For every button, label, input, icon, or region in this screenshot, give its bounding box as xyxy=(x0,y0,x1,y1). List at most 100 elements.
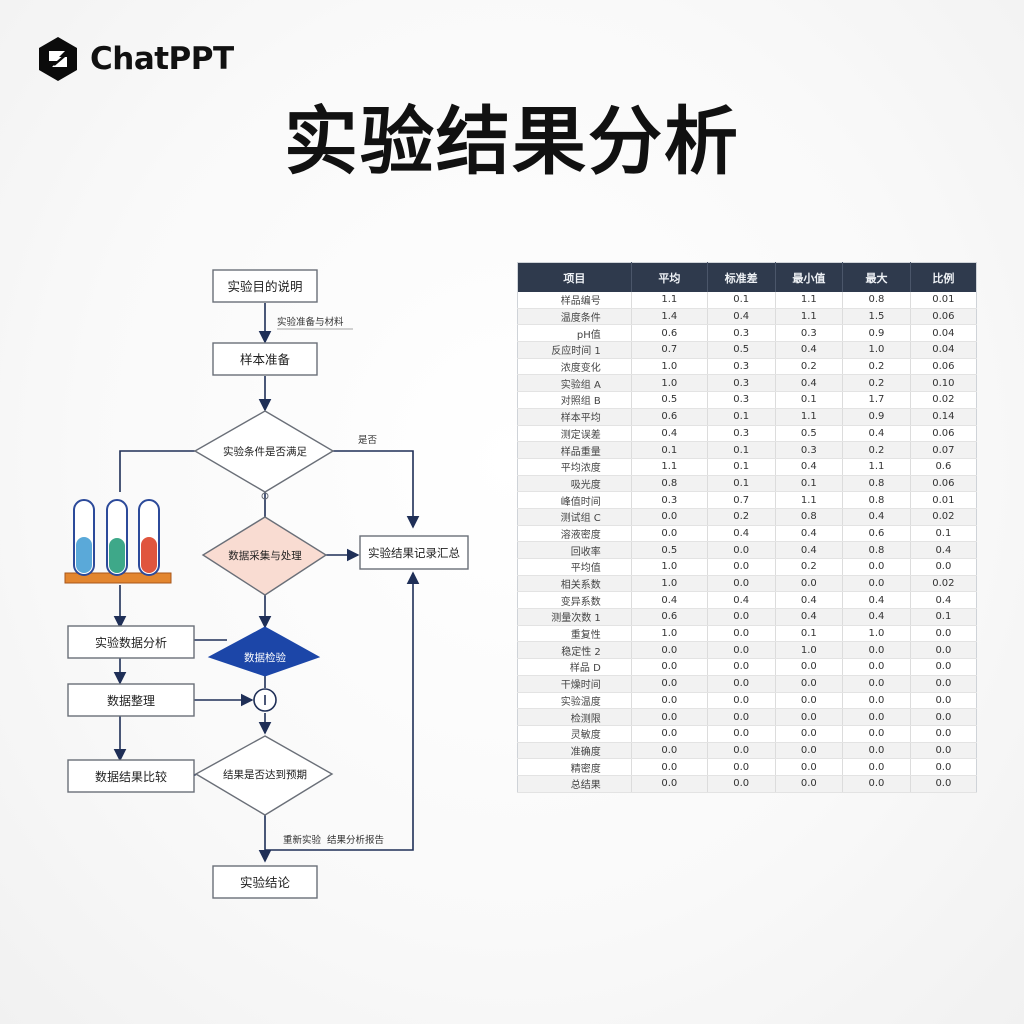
table-cell: pH值 xyxy=(517,324,632,343)
flow-blue-decision-label: 数据检验 xyxy=(244,651,286,664)
table-cell: 1.5 xyxy=(842,308,911,326)
table-cell: 0.2 xyxy=(707,508,776,526)
col-header: 项目 xyxy=(517,262,632,292)
table-cell: 0.1 xyxy=(707,441,776,459)
table-cell: 回收率 xyxy=(517,541,632,559)
table-cell: 样品编号 xyxy=(517,292,632,309)
table-cell: 0.4 xyxy=(775,525,844,543)
table-cell: 0.1 xyxy=(631,441,708,459)
table-cell: 1.0 xyxy=(631,575,708,593)
table-cell: 实验组 A xyxy=(517,374,632,393)
table-cell: 0.5 xyxy=(707,341,776,359)
table-cell: 0.0 xyxy=(775,692,844,710)
flow-decision-1 xyxy=(193,410,335,493)
table-cell: 0.0 xyxy=(775,758,844,776)
flow-end-box xyxy=(212,865,318,899)
table-cell: 温度条件 xyxy=(517,308,632,326)
col-header: 最小值 xyxy=(775,262,844,292)
table-cell: 0.6 xyxy=(842,525,911,543)
table-cell: 浓度变化 xyxy=(517,358,632,376)
table-cell: 0.0 xyxy=(775,575,844,593)
table-cell: 0.0 xyxy=(707,541,776,559)
flow-decision-3-label: 结果是否达到预期 xyxy=(223,768,307,781)
flow-side-result-box xyxy=(359,535,469,570)
table-cell: 0.0 xyxy=(631,725,708,743)
table-cell: 0.01 xyxy=(910,292,977,309)
table-cell: 0.0 xyxy=(842,725,911,743)
chatppt-logo-icon xyxy=(39,37,77,81)
table-cell: 0.2 xyxy=(842,358,911,376)
table-cell: 0.8 xyxy=(842,541,911,559)
table-cell: 0.4 xyxy=(775,458,844,476)
flow-left-step-1-box xyxy=(67,625,195,659)
table-cell: 0.1 xyxy=(910,608,977,626)
table-cell: 0.7 xyxy=(707,491,776,509)
flow-step-2-label: 样本准备 xyxy=(240,352,291,367)
table-cell: 测试组 C xyxy=(517,508,632,526)
table-cell: 0.0 xyxy=(631,675,708,693)
table-cell: 0.0 xyxy=(910,658,977,676)
flow-side-result-label: 实验结果记录汇总 xyxy=(368,546,460,560)
table-cell: 0.0 xyxy=(631,692,708,710)
table-cell: 0.0 xyxy=(910,641,977,660)
table-cell: 0.6 xyxy=(631,608,708,626)
table-cell: 0.02 xyxy=(910,575,977,593)
flow-left-step-1-label: 实验数据分析 xyxy=(95,635,167,650)
table-cell: 0.2 xyxy=(842,374,911,393)
table-cell: 0.4 xyxy=(707,591,776,610)
table-cell: 0.0 xyxy=(707,742,776,760)
table-cell: 0.4 xyxy=(631,591,708,610)
table-cell: 1.0 xyxy=(842,341,911,359)
table-cell: 0.0 xyxy=(775,742,844,760)
table-cell: 0.0 xyxy=(775,708,844,726)
table-cell: 0.06 xyxy=(910,358,977,376)
flow-bottom-label-2: 结果分析报告 xyxy=(327,834,384,846)
table-cell: 0.5 xyxy=(631,391,708,409)
table-cell: 0.0 xyxy=(910,625,977,643)
table-cell: 0.2 xyxy=(842,441,911,459)
table-cell: 0.3 xyxy=(775,324,844,343)
table-cell: 0.0 xyxy=(631,641,708,660)
table-cell: 0.0 xyxy=(707,725,776,743)
table-cell: 0.8 xyxy=(775,508,844,526)
table-cell: 1.0 xyxy=(631,358,708,376)
table-cell: 0.5 xyxy=(775,425,844,443)
table-cell: 0.0 xyxy=(707,625,776,643)
table-cell: 0.0 xyxy=(910,758,977,776)
table-cell: 样本平均 xyxy=(517,408,632,426)
table-cell: 0.7 xyxy=(631,341,708,359)
col-header: 比例 xyxy=(910,262,977,292)
flow-end-label: 实验结论 xyxy=(240,875,291,890)
table-cell: 0.0 xyxy=(631,742,708,760)
table-cell: 测定误差 xyxy=(517,425,632,443)
table-cell: 0.3 xyxy=(707,425,776,443)
table-cell: 0.10 xyxy=(910,374,977,393)
table-cell: 0.0 xyxy=(910,725,977,743)
flow-branch-label: 是否 xyxy=(358,435,378,446)
table-cell: 灵敏度 xyxy=(517,725,632,743)
table-cell: 1.4 xyxy=(631,308,708,326)
table-cell: 0.0 xyxy=(631,758,708,776)
table-cell: 0.5 xyxy=(631,541,708,559)
table-cell: 精密度 xyxy=(517,758,632,776)
table-cell: 0.06 xyxy=(910,425,977,443)
flow-decision-1-label: 实验条件是否满足 xyxy=(223,445,307,458)
table-cell: 0.6 xyxy=(631,324,708,343)
flow-decision-3 xyxy=(194,735,334,816)
flow-start-box xyxy=(212,269,318,303)
table-cell: 0.0 xyxy=(910,558,977,576)
table-cell: 0.4 xyxy=(775,541,844,559)
table-cell: 0.0 xyxy=(707,558,776,576)
flow-left-step-3-box xyxy=(67,759,195,793)
table-cell: 0.4 xyxy=(842,508,911,526)
table-cell: 0.0 xyxy=(842,758,911,776)
table-cell: 0.0 xyxy=(631,525,708,543)
table-cell: 变异系数 xyxy=(517,591,632,610)
